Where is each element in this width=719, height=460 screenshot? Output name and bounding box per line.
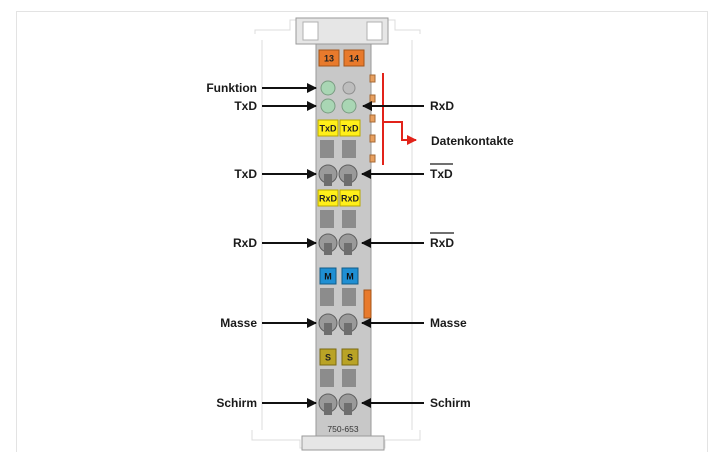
data-contacts	[369, 74, 376, 163]
clamp-slot	[342, 210, 356, 228]
label-rxd-right-box	[339, 189, 361, 207]
led-funktion	[320, 80, 336, 96]
label-m-right: M	[346, 272, 354, 282]
clamp-slot	[342, 288, 356, 306]
callout-rxd-bar-right: RxD	[430, 236, 454, 250]
clamp-slot	[342, 140, 356, 158]
led-txd	[320, 98, 336, 114]
callout-txd-bar-right: TxD	[430, 167, 453, 181]
led-rxd	[341, 98, 357, 114]
label-txd-right-box	[339, 119, 361, 137]
clamp-slot	[320, 140, 334, 158]
model-number: 750-653	[327, 424, 358, 434]
label-m-right-box	[341, 267, 359, 285]
callout-txd-led: TxD	[234, 99, 257, 113]
led-unused	[342, 81, 356, 95]
label-s-left-box	[319, 348, 337, 366]
label-s-right: S	[347, 353, 353, 363]
label-13-box	[318, 49, 340, 67]
callout-funktion: Funktion	[206, 81, 257, 95]
clamp-slot	[342, 369, 356, 387]
callout-txd-left: TxD	[234, 167, 257, 181]
label-txd-left: TxD	[319, 124, 337, 134]
callout-schirm-left: Schirm	[216, 396, 257, 410]
callout-schirm-right: Schirm	[430, 396, 471, 410]
callout-masse-right: Masse	[430, 316, 467, 330]
label-txd-left-box	[317, 119, 339, 137]
label-14: 14	[349, 54, 359, 64]
label-m-left: M	[324, 272, 332, 282]
label-s-left: S	[325, 353, 331, 363]
label-14-box	[343, 49, 365, 67]
label-rxd-right: RxD	[341, 194, 360, 204]
module-bottom-clip	[301, 435, 385, 451]
clamp-slot	[320, 210, 334, 228]
callout-rxd-left: RxD	[233, 236, 257, 250]
orange-side-contact	[363, 289, 372, 319]
label-m-left-box	[319, 267, 337, 285]
label-rxd-left-box	[317, 189, 339, 207]
clamp-slot	[320, 369, 334, 387]
callout-rxd-led: RxD	[430, 99, 454, 113]
image-frame	[16, 11, 708, 452]
label-13: 13	[324, 54, 334, 64]
datenkontakte-arrow	[383, 121, 417, 145]
label-rxd-left: RxD	[319, 194, 338, 204]
label-s-right-box	[341, 348, 359, 366]
clamp-slot	[320, 288, 334, 306]
callout-masse-left: Masse	[220, 316, 257, 330]
label-txd-right: TxD	[341, 124, 359, 134]
callout-datenkontakte: Datenkontakte	[431, 134, 514, 148]
